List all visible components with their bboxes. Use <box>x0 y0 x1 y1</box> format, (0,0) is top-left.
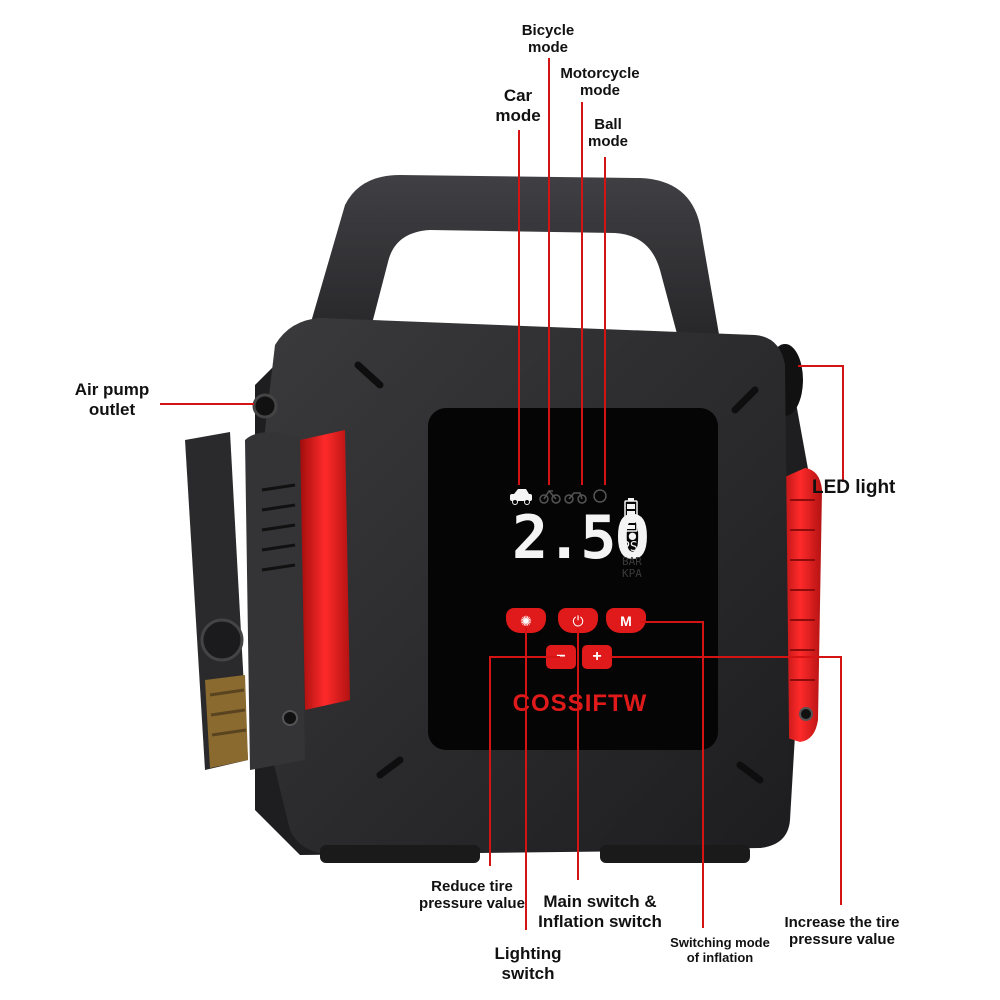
power-button[interactable]: ⏻ <box>558 608 598 633</box>
mode-button-label: M <box>620 612 632 629</box>
foot-right <box>600 845 750 863</box>
light-icon: ✺ <box>520 612 532 629</box>
minus-button[interactable]: − <box>546 645 576 669</box>
lcd-mode-icons <box>508 486 608 506</box>
plus-button[interactable]: + <box>582 645 612 669</box>
unit-psi: PSI <box>622 540 646 555</box>
bicycle-icon <box>539 489 561 504</box>
lighting-button[interactable]: ✺ <box>506 608 546 633</box>
mode-button[interactable]: M <box>606 608 646 633</box>
car-icon <box>510 489 532 505</box>
unit-kpa: KPA <box>622 567 642 580</box>
pressure-readout: 2.50 <box>512 503 650 573</box>
clamp-pivot <box>200 618 244 662</box>
brand-logo: COSSIFTW <box>512 690 648 717</box>
air-pump-outlet-port <box>252 393 278 419</box>
battery-icon <box>624 498 638 532</box>
callout-main-switch: Main switch &Inflation switch <box>538 892 662 931</box>
ball-icon <box>593 489 607 503</box>
left-red-panel <box>300 430 350 710</box>
plus-label: + <box>592 648 602 665</box>
power-icon: ⏻ <box>572 612 584 629</box>
callout-led-light: LED light <box>812 477 896 498</box>
unit-bar: BAR <box>622 555 642 568</box>
foot-left <box>320 845 480 863</box>
motorcycle-icon <box>564 492 587 504</box>
carry-handle <box>300 175 720 370</box>
minus-label: − <box>556 648 566 665</box>
